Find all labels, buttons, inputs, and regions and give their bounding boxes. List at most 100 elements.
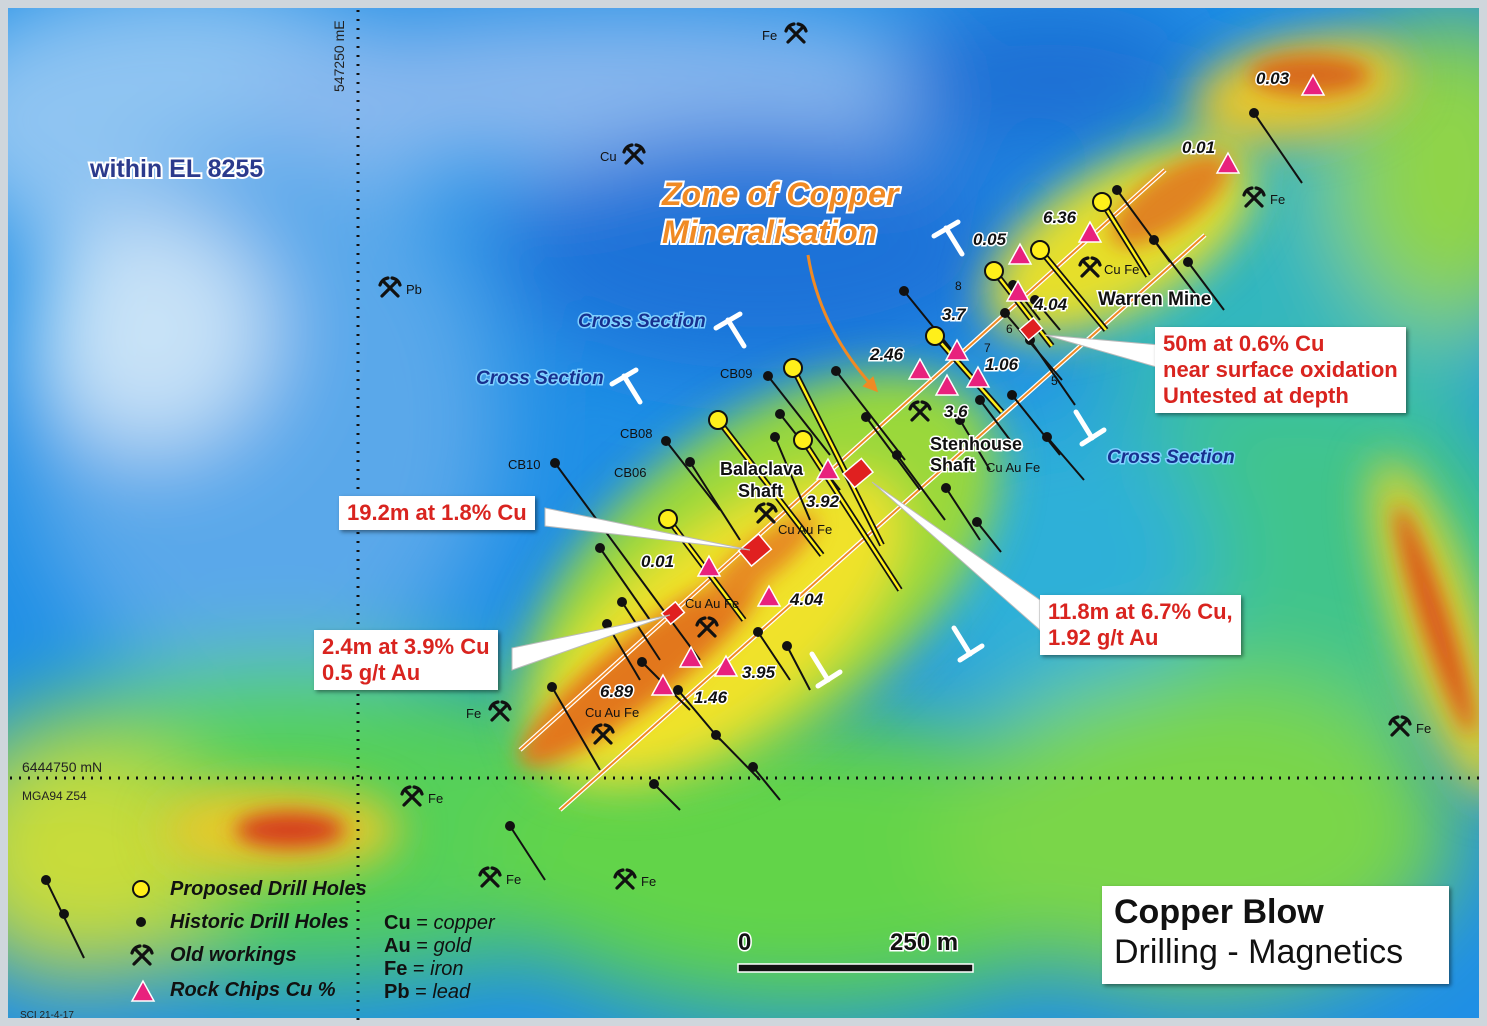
hole-id-label: 8 bbox=[955, 279, 962, 293]
old-workings-pick-icon: Cu Au Fe bbox=[685, 596, 739, 638]
easting-label: 547250 mE bbox=[331, 20, 347, 92]
historic-drill-hole bbox=[649, 779, 681, 811]
rock-chip-value: 6.89 bbox=[600, 682, 634, 701]
old-workings-pick-icon: Fe bbox=[466, 700, 512, 722]
callout-warren: 50m at 0.6% Cu near surface oxidation Un… bbox=[1155, 327, 1406, 413]
intercept-marker bbox=[737, 532, 773, 568]
legend-old-workings: Old workings bbox=[170, 944, 297, 966]
map-labels: within EL 8255 Zone of Copper Mineralisa… bbox=[20, 153, 1236, 1021]
cross-section-marker bbox=[951, 625, 985, 663]
proposed-hole-legend-icon bbox=[132, 880, 150, 898]
workings-label: Fe bbox=[466, 706, 481, 721]
rock-chip-sample: 4.04 bbox=[1005, 279, 1069, 316]
proposed-drill-hole bbox=[925, 326, 1005, 414]
rock-chip-sample: 0.01 bbox=[1181, 137, 1241, 174]
proposed-drill-hole bbox=[984, 261, 1055, 348]
proposed-drill-holes bbox=[658, 192, 1151, 622]
callout-line: 2.4m at 3.9% Cu bbox=[322, 634, 490, 659]
rock-chip-value: 6.36 bbox=[1043, 208, 1077, 227]
proposed-drill-hole bbox=[1030, 240, 1109, 332]
rock-chip-sample: 3.95 bbox=[713, 654, 777, 684]
historic-drill-hole bbox=[1149, 235, 1201, 301]
callout-line: 50m at 0.6% Cu bbox=[1163, 331, 1325, 356]
title-box: Copper Blow Drilling - Magnetics bbox=[1102, 886, 1449, 984]
historic-drill-hole bbox=[1030, 295, 1061, 331]
historic-drill-hole bbox=[711, 730, 761, 781]
callout-line: Untested at depth bbox=[1163, 383, 1349, 408]
cross-section-markers bbox=[609, 219, 1107, 689]
callout-line: 0.5 g/t Au bbox=[322, 660, 421, 685]
stenhouse-label-line1: Stenhouse bbox=[930, 434, 1022, 454]
map-title: Copper Blow bbox=[1114, 893, 1324, 931]
historic-drill-hole bbox=[941, 483, 981, 541]
warren-mine-label: Warren Mine bbox=[1098, 289, 1211, 310]
historic-drill-hole bbox=[1249, 108, 1303, 184]
balaclava-label-line1: Balaclava bbox=[720, 459, 804, 479]
callout-line: 1.92 g/t Au bbox=[1048, 625, 1159, 650]
old-workings-pick-icon: Fe bbox=[1388, 715, 1431, 737]
historic-drill-hole bbox=[763, 371, 831, 456]
rock-chip-legend-icon bbox=[130, 979, 156, 1002]
rock-chip-sample: 1.06 bbox=[965, 354, 1020, 388]
workings-label: Cu Au Fe bbox=[986, 460, 1040, 475]
historic-drill-hole bbox=[753, 627, 791, 681]
rock-chip-value: 0.01 bbox=[641, 552, 674, 571]
workings-label: Fe bbox=[1270, 192, 1285, 207]
cross-section-marker bbox=[931, 219, 965, 257]
workings-label: Cu Au Fe bbox=[778, 522, 832, 537]
callout-line: 11.8m at 6.7% Cu, bbox=[1048, 599, 1233, 624]
historic-drill-holes bbox=[505, 108, 1303, 881]
historic-drill-hole bbox=[685, 457, 741, 541]
hole-id-label: CB08 bbox=[620, 426, 653, 441]
old-workings-pick-icon: Cu bbox=[600, 143, 646, 165]
rock-chip-sample: 0.03 bbox=[1255, 68, 1326, 96]
rock-chip-sample: 6.36 bbox=[1042, 207, 1103, 243]
rock-chip-value: 3.6 bbox=[944, 402, 968, 421]
abbr-pb: Pb = lead bbox=[384, 981, 471, 1003]
historic-drill-hole bbox=[617, 597, 661, 661]
historic-drill-hole bbox=[595, 543, 651, 621]
callout-balaclava: 19.2m at 1.8% Cu bbox=[339, 496, 535, 530]
old-workings-pick-icon: Fe bbox=[762, 22, 808, 44]
proposed-drill-hole bbox=[783, 358, 885, 547]
workings-label: Fe bbox=[641, 874, 656, 889]
rock-chip-value: 0.01 bbox=[1182, 138, 1215, 157]
rock-chip-sample: 3.7 bbox=[941, 304, 970, 361]
workings-label: Fe bbox=[1416, 721, 1431, 736]
historic-drill-hole bbox=[955, 415, 991, 471]
cross-section-marker bbox=[809, 651, 843, 689]
hole-id-label: 6 bbox=[1006, 322, 1013, 336]
abbr-au: Au = gold bbox=[384, 935, 472, 957]
datum-label: MGA94 Z54 bbox=[22, 789, 87, 803]
old-workings-pick-icon: Cu Fe bbox=[1078, 256, 1139, 278]
historic-drill-hole bbox=[748, 762, 781, 801]
historic-drill-hole bbox=[1183, 257, 1225, 311]
rock-chip-value: 2.46 bbox=[869, 345, 904, 364]
cross-section-marker bbox=[1073, 409, 1107, 447]
legend-proposed-holes: Proposed Drill Holes bbox=[170, 878, 367, 900]
zone-label-line1: Zone of Copper bbox=[661, 176, 900, 212]
workings-label: Fe bbox=[506, 872, 521, 887]
rock-chip-sample: 2.46 bbox=[868, 344, 933, 380]
workings-label: Cu bbox=[600, 149, 617, 164]
historic-drill-hole bbox=[782, 641, 811, 691]
abbr-cu: Cu = copper bbox=[384, 912, 495, 934]
rock-chip-value: 4.04 bbox=[789, 590, 824, 609]
footer-code: SCI 21-4-17 bbox=[20, 1010, 74, 1021]
rock-chip-sample: 3.92 bbox=[805, 457, 841, 513]
rock-chip-sample: 4.04 bbox=[756, 584, 825, 611]
historic-drill-hole bbox=[972, 517, 1002, 553]
workings-label: Cu Au Fe bbox=[685, 596, 739, 611]
cross-section-label: Cross Section bbox=[578, 311, 706, 332]
proposed-drill-hole bbox=[708, 410, 825, 557]
callout-pointers bbox=[511, 334, 1161, 671]
scale-start: 0 bbox=[738, 929, 751, 956]
rock-chip-sample: 3.6 bbox=[934, 373, 970, 423]
callout-stenhouse: 11.8m at 6.7% Cu, 1.92 g/t Au bbox=[1040, 595, 1241, 655]
intercept-markers bbox=[660, 316, 1044, 626]
hole-id-label: 7 bbox=[984, 341, 991, 355]
rock-chip-sample: 0.05 bbox=[972, 229, 1033, 265]
